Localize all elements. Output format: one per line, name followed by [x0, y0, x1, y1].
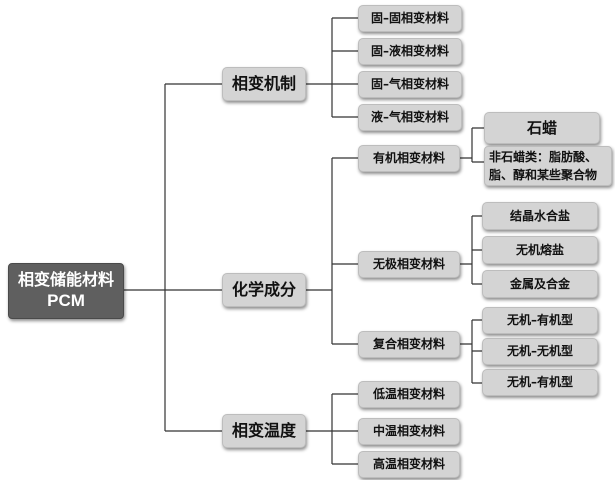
- leaf-solid-solid: 固–固相变材料: [358, 5, 462, 32]
- connector-mechanism: [306, 17, 358, 118]
- connector-temperature: [306, 393, 358, 465]
- leaf-low-temp: 低温相变材料: [358, 381, 460, 408]
- root-node: 相变储能材料 PCM: [8, 263, 124, 319]
- leaf-mid-temp: 中温相变材料: [358, 418, 460, 445]
- connector-organic: [460, 127, 484, 163]
- connector-root: [124, 83, 222, 432]
- connector-chemical: [306, 157, 358, 345]
- branch-phase-mechanism: 相变机制: [222, 67, 306, 101]
- sub-organic: 有机相变材料: [358, 145, 460, 172]
- sub-composite: 复合相变材料: [358, 331, 460, 358]
- leaf-paraffin: 石蜡: [484, 112, 600, 144]
- root-title: 相变储能材料: [17, 270, 114, 290]
- branch-chemical-composition: 化学成分: [222, 273, 306, 307]
- connector-composite: [460, 319, 482, 384]
- leaf-inorganic-inorganic: 无机–无机型: [482, 338, 598, 365]
- leaf-liquid-gas: 液–气相变材料: [358, 104, 462, 131]
- leaf-inorganic-organic-2: 无机–有机型: [482, 369, 598, 396]
- root-subtitle: PCM: [47, 291, 85, 311]
- branch-phase-temperature: 相变温度: [222, 414, 306, 448]
- connector-inorganic: [460, 215, 482, 285]
- leaf-hydrated-salt: 结晶水合盐: [482, 202, 598, 230]
- leaf-molten-salt: 无机熔盐: [482, 236, 598, 264]
- leaf-solid-liquid: 固–液相变材料: [358, 38, 462, 65]
- sub-inorganic: 无极相变材料: [358, 251, 460, 278]
- leaf-metal-alloy: 金属及合金: [482, 270, 598, 298]
- leaf-high-temp: 高温相变材料: [358, 451, 460, 478]
- leaf-solid-gas: 固–气相变材料: [358, 71, 462, 98]
- leaf-non-paraffin: 非石蜡类：脂肪酸、脂、醇和某些聚合物: [484, 146, 612, 186]
- leaf-inorganic-organic: 无机–有机型: [482, 307, 598, 334]
